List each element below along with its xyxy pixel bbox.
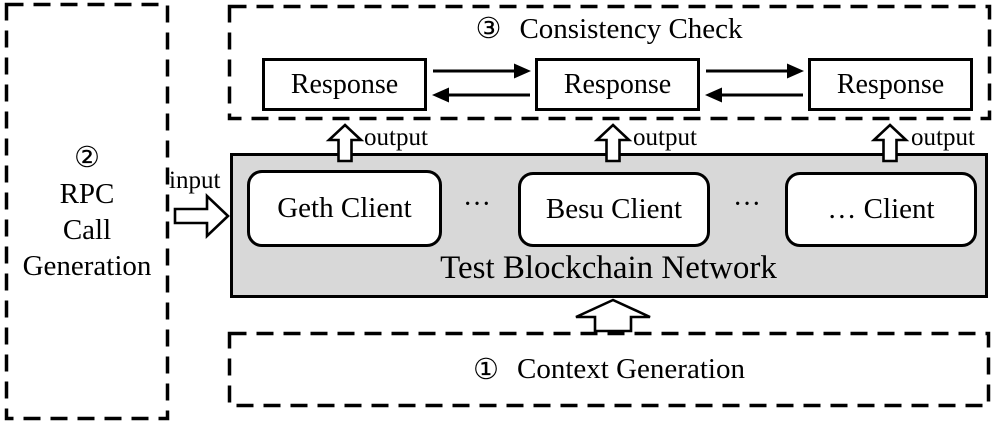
context-arrow-icon xyxy=(575,298,651,333)
consistency-check-title: ③ Consistency Check xyxy=(229,11,989,46)
step-1-badge: ① xyxy=(473,353,500,386)
network-title: Test Blockchain Network xyxy=(440,250,777,286)
output-label-2: output xyxy=(633,124,697,151)
other-client-box: … Client xyxy=(785,172,977,247)
output-arrow-icon-3 xyxy=(870,123,910,163)
step-3-badge: ③ xyxy=(475,13,502,45)
consistency-check-title-text: Consistency Check xyxy=(519,13,743,45)
besu-client-box: Besu Client xyxy=(518,172,710,247)
context-generation-title-text: Context Generation xyxy=(517,352,745,385)
output-label-3: output xyxy=(911,124,975,151)
step-2-badge: ② xyxy=(74,142,100,174)
context-generation-title: ① Context Generation xyxy=(229,333,989,405)
response-box-2: Response xyxy=(535,58,700,111)
client-separator-dots-1: ··· xyxy=(463,189,491,220)
geth-client-box: Geth Client xyxy=(247,170,442,247)
client-separator-dots-2: ··· xyxy=(733,189,761,220)
arrow-left-icon-1 xyxy=(432,87,449,103)
generation-line: Generation xyxy=(22,250,152,282)
call-line: Call xyxy=(62,214,112,246)
input-arrow-icon xyxy=(173,192,230,240)
arrow-right-icon-2 xyxy=(787,63,804,79)
input-label: input xyxy=(169,167,221,194)
output-label-1: output xyxy=(364,124,428,151)
output-arrow-icon-2 xyxy=(593,123,633,163)
arrow-right-icon-1 xyxy=(514,63,531,79)
rpc-line: RPC xyxy=(59,178,115,210)
response-box-3: Response xyxy=(808,58,973,111)
rpc-generation-label: ② RPC Call Generation xyxy=(8,140,166,284)
output-arrow-icon-1 xyxy=(325,123,365,163)
arrow-left-icon-2 xyxy=(705,87,722,103)
response-box-1: Response xyxy=(262,58,427,111)
